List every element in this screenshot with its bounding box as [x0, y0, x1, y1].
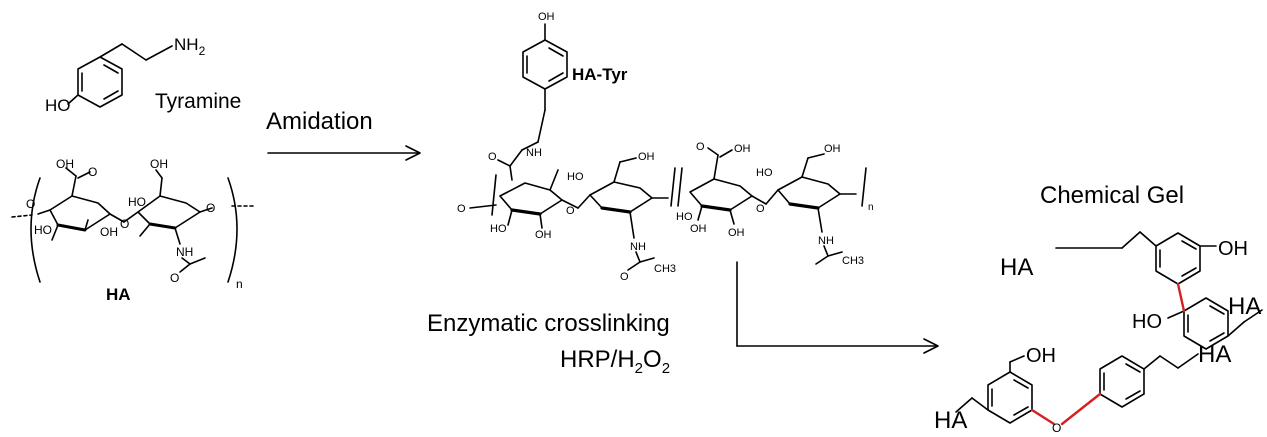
- ha-tyr-atom-17: HO: [756, 167, 773, 179]
- amidation-label: Amidation: [266, 108, 373, 135]
- chemical-gel-title: Chemical Gel: [1040, 182, 1185, 209]
- ha-tyr-atom-2: O: [488, 151, 497, 163]
- ha-atom-6: O: [120, 217, 129, 231]
- dimer2-ha-left: HA: [934, 407, 967, 432]
- tyramine-nh2-label: NH2: [174, 35, 206, 58]
- ha-atom-1: OH: [56, 157, 74, 171]
- ha-tyr-atom-21: NH: [818, 235, 834, 247]
- ha-tyr-atom-1: OH: [538, 11, 555, 23]
- tyramine-benzene-ring: [77, 56, 123, 108]
- ha-tyr-atom-16: OH: [824, 143, 841, 155]
- ha-tyr-atom-11: NH: [630, 241, 646, 253]
- ha-atom-7: OH: [100, 225, 118, 239]
- amidation-arrow: [267, 145, 421, 161]
- crosslink-bond-co-left: [1030, 408, 1056, 426]
- ha-tyr-atom-19: O: [756, 203, 765, 215]
- ha-atom-11: O: [206, 201, 215, 215]
- crosslinking-label-line1: Enzymatic crosslinking: [427, 310, 670, 337]
- ha-atom-10: O: [88, 165, 97, 179]
- ha-label: HA: [106, 285, 131, 304]
- ha-tyr-atom-20: OH: [728, 227, 745, 239]
- dimer1-ha-right: HA: [1228, 293, 1261, 320]
- ha-tyr-atom-7: HO: [567, 171, 584, 183]
- ha-atom-5: HO: [128, 195, 146, 209]
- dimer2-oh: OH: [1026, 345, 1056, 367]
- ha-structure: [11, 167, 257, 283]
- crosslinking-hrp-h: HRP/H: [560, 346, 635, 373]
- crosslink-bond-co-right: [1060, 392, 1102, 426]
- ha-atom-2: OH: [150, 157, 168, 171]
- ha-atom-8: NH: [176, 245, 193, 259]
- crosslinking-label-line2: HRP/H2O2: [560, 346, 671, 377]
- ha-tyr-atom-23: n: [868, 202, 874, 213]
- crosslinking-sub-2: 2: [661, 359, 671, 377]
- crosslinking-o: O: [643, 346, 662, 373]
- ha-tyr-atom-9: O: [566, 205, 575, 217]
- ha-tyr-atom-6: OH: [638, 151, 655, 163]
- dimer2-right-ring: [1099, 355, 1145, 408]
- ha-tyr-atom-15: O: [696, 141, 705, 153]
- gel-dimer-2: [955, 353, 1199, 424]
- ha-tyr-atom-8: HO: [490, 223, 507, 235]
- ha-tyr-atom-4: O: [457, 203, 466, 215]
- ha-tyr-atom-10: OH: [690, 223, 707, 235]
- dimer1-oh-top: OH: [1218, 238, 1248, 260]
- tyramine-ho-label: HO: [45, 96, 71, 115]
- dimer2-bridge-o: O: [1052, 421, 1061, 432]
- ha-tyr-atom-22: CH3: [842, 255, 864, 267]
- ha-atom-9: O: [170, 271, 179, 285]
- crosslinking-arrow: [736, 261, 939, 354]
- dimer1-oh-bottom: HO: [1132, 311, 1162, 333]
- crosslink-bond-cc: [1176, 282, 1186, 313]
- ha-tyr-label: HA-Tyr: [572, 65, 628, 84]
- ha-tyr-structure: [469, 23, 867, 271]
- crosslinking-sub-1: 2: [634, 359, 644, 377]
- ha-tyr-phenol-ring: [522, 39, 568, 90]
- tyramine-structure: [67, 43, 173, 108]
- ha-atom-4: HO: [34, 223, 52, 237]
- ha-tyr-atom-18: HO: [676, 211, 693, 223]
- ha-atom-3: O: [26, 197, 35, 211]
- ha-tyr-atom-13: O: [620, 271, 629, 283]
- dimer1-top-ring: [1155, 232, 1201, 285]
- ha-repeat-n: n: [236, 277, 243, 291]
- ha-tyr-atom-5: OH: [535, 229, 552, 241]
- crosslink-bonds: [1030, 282, 1186, 426]
- dimer2-ha-right: HA: [1198, 341, 1231, 368]
- ha-bracket-right: [227, 177, 238, 283]
- ha-tyr-atom-12: CH3: [654, 263, 676, 275]
- ha-tyr-atom-3: NH: [526, 147, 542, 159]
- tyramine-label: Tyramine: [155, 90, 242, 113]
- dimer1-ha-left: HA: [1000, 254, 1033, 281]
- ha-bracket-left: [30, 177, 41, 283]
- dimer2-left-ring: [987, 371, 1033, 424]
- ha-tyr-atom-14: OH: [734, 143, 751, 155]
